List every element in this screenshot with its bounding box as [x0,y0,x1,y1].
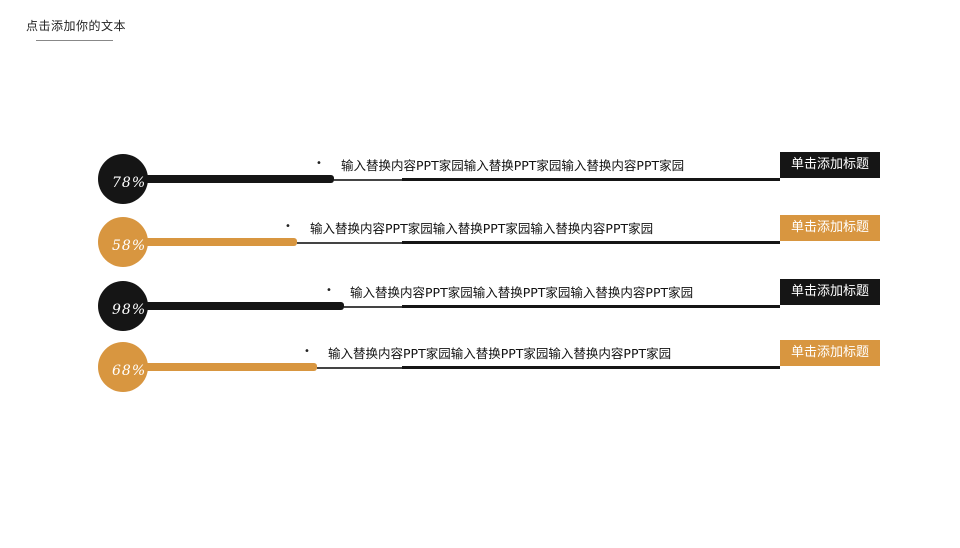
progress-row-2: 58% • 输入替换内容PPT家园输入替换PPT家园输入替换内容PPT家园 单击… [0,215,960,277]
progress-percent: 58% [112,238,147,254]
progress-bar-fill [146,238,297,246]
progress-track-strong [402,305,780,308]
header-title[interactable]: 点击添加你的文本 [26,19,127,33]
progress-track-strong [402,241,780,244]
row-description[interactable]: 输入替换内容PPT家园输入替换PPT家园输入替换内容PPT家园 [310,221,654,236]
bullet-icon: • [304,346,310,357]
header-underline [36,40,113,41]
row-description[interactable]: 输入替换内容PPT家园输入替换PPT家园输入替换内容PPT家园 [328,346,672,361]
row-description[interactable]: 输入替换内容PPT家园输入替换PPT家园输入替换内容PPT家园 [341,158,685,173]
progress-bar-fill [146,363,317,371]
row-title-box[interactable]: 单击添加标题 [780,152,880,178]
progress-circle [98,281,148,331]
progress-row-4: 68% • 输入替换内容PPT家园输入替换PPT家园输入替换内容PPT家园 单击… [0,340,960,402]
progress-bar-fill [146,175,334,183]
progress-bar-fill [146,302,344,310]
progress-circle [98,154,148,204]
progress-row-3: 98% • 输入替换内容PPT家园输入替换PPT家园输入替换内容PPT家园 单击… [0,279,960,341]
progress-track-strong [402,366,780,369]
progress-percent: 78% [112,175,147,191]
bullet-icon: • [326,285,332,296]
progress-percent: 68% [112,363,147,379]
progress-track-strong [402,178,780,181]
progress-circle [98,217,148,267]
bullet-icon: • [316,158,322,169]
progress-circle [98,342,148,392]
row-title-box[interactable]: 单击添加标题 [780,215,880,241]
bullet-icon: • [285,221,291,232]
row-title-box[interactable]: 单击添加标题 [780,279,880,305]
progress-percent: 98% [112,302,147,318]
row-title-box[interactable]: 单击添加标题 [780,340,880,366]
progress-row-1: 78% • 输入替换内容PPT家园输入替换PPT家园输入替换内容PPT家园 单击… [0,152,960,214]
row-description[interactable]: 输入替换内容PPT家园输入替换PPT家园输入替换内容PPT家园 [350,285,694,300]
